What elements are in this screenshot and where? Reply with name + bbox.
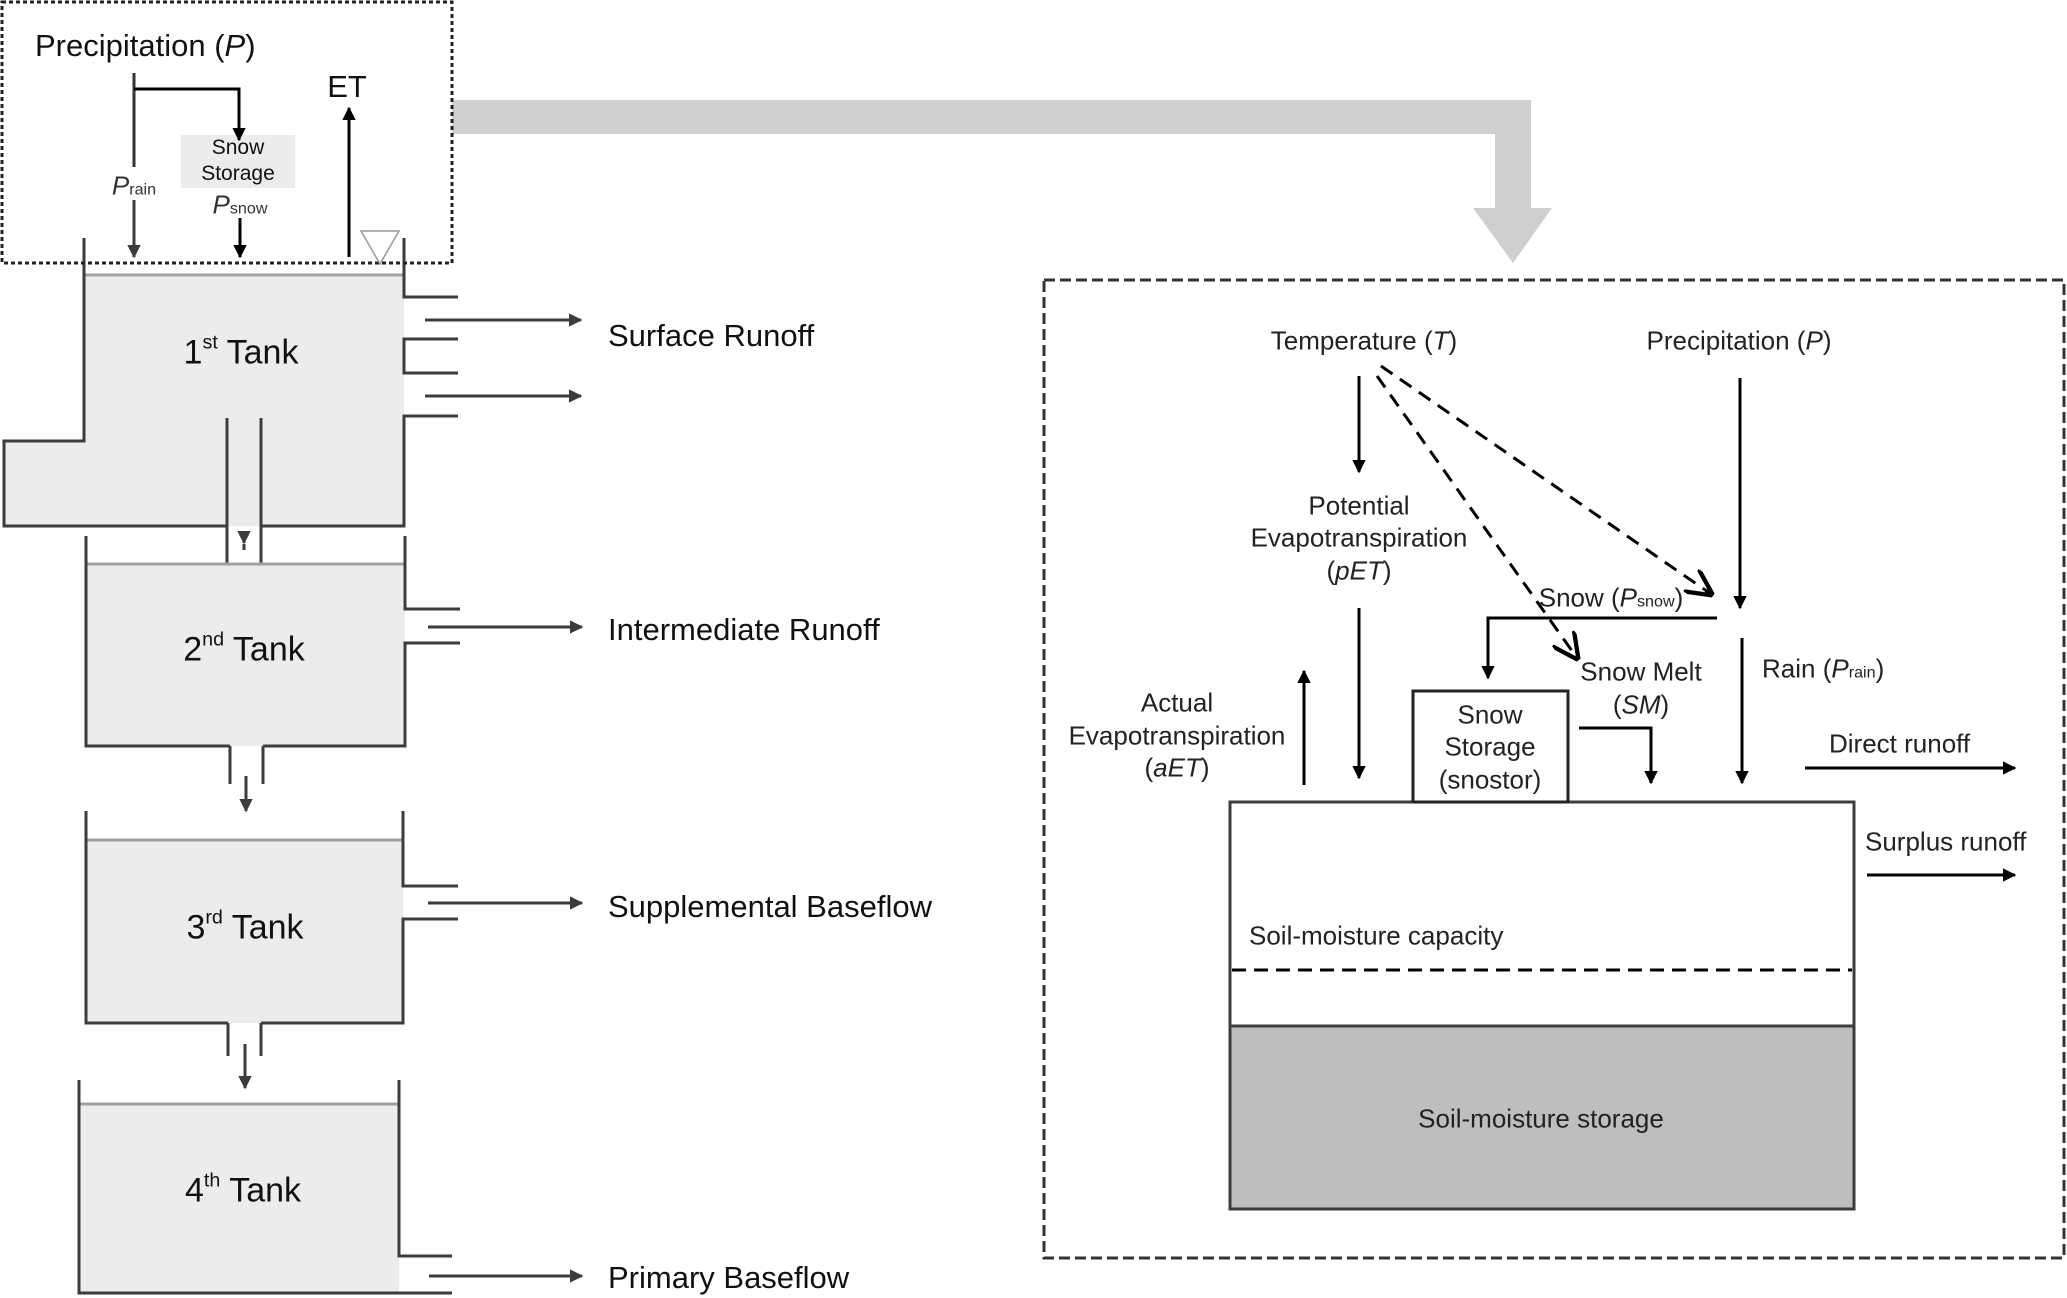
direct-runoff-label: Direct runoff <box>1829 728 1971 759</box>
primary-baseflow-label: Primary Baseflow <box>608 1260 850 1295</box>
snow-melt-label-line2: (SM) <box>1612 689 1670 720</box>
pet-label-line2: Evapotranspiration <box>1250 522 1468 553</box>
snow-label: Snow (Psnow) <box>1538 582 1684 613</box>
snow-storage-line3: (snostor) <box>1438 764 1542 795</box>
snow-storage-box <box>1411 689 1570 804</box>
tank-3 <box>84 811 584 1090</box>
p-snow-label: Psnow <box>212 189 268 220</box>
inset-storage-label: Storage <box>201 162 275 185</box>
precipitation-inset <box>0 0 454 266</box>
aet-label-line2: Evapotranspiration <box>1068 720 1286 751</box>
rain-label: Rain (Prain) <box>1762 653 1885 684</box>
surplus-runoff-label: Surplus runoff <box>1865 826 2027 857</box>
inset-snow-label: Snow <box>211 136 265 159</box>
temperature-to-melt-dashed-arrow <box>1375 375 1577 658</box>
tank-4-label: 4th Tank <box>184 1169 302 1210</box>
p-rain-label: Prain <box>111 170 157 201</box>
tank-2 <box>84 536 584 813</box>
snow-melt-arrow <box>1579 726 1658 785</box>
intermediate-runoff-label: Intermediate Runoff <box>608 612 880 647</box>
tank-4 <box>77 1080 584 1295</box>
inset-precipitation-label: Precipitation (P) <box>35 28 256 63</box>
precipitation-label: Precipitation (P) <box>1646 325 1832 356</box>
aet-label-line3: (aET) <box>1144 752 1210 783</box>
snow-storage-line1: Snow <box>1457 699 1523 730</box>
tank-1-label: 1st Tank <box>183 331 299 372</box>
pet-label-line3: (pET) <box>1326 555 1392 586</box>
connector-arrow <box>452 100 1552 263</box>
surface-runoff-label: Surface Runoff <box>608 318 815 353</box>
snow-melt-label-line1: Snow Melt <box>1580 656 1702 687</box>
snow-arrow <box>1481 616 1717 680</box>
soil-storage-label: Soil-moisture storage <box>1418 1103 1664 1134</box>
water-level-icon <box>359 230 401 266</box>
supplemental-baseflow-label: Supplemental Baseflow <box>608 889 932 924</box>
inset-snow-storage-box <box>181 135 295 188</box>
soil-capacity-zone <box>1228 800 1856 1028</box>
temperature-label: Temperature (T) <box>1270 325 1458 356</box>
pet-label-line1: Potential <box>1308 490 1410 521</box>
tank-3-label: 3rd Tank <box>186 906 304 947</box>
tank-1 <box>2 238 583 564</box>
tank-2-label: 2nd Tank <box>183 628 305 669</box>
et-label: ET <box>327 69 367 104</box>
aet-label-line1: Actual <box>1140 687 1214 718</box>
soil-storage-zone <box>1228 1024 1856 1211</box>
snow-model-panel <box>1042 278 2066 1260</box>
soil-capacity-label: Soil-moisture capacity <box>1249 920 1504 951</box>
snow-storage-line2: Storage <box>1444 731 1536 762</box>
temperature-to-snow-dashed-arrow <box>1380 364 1711 594</box>
snow-branch-arrow <box>134 87 246 142</box>
